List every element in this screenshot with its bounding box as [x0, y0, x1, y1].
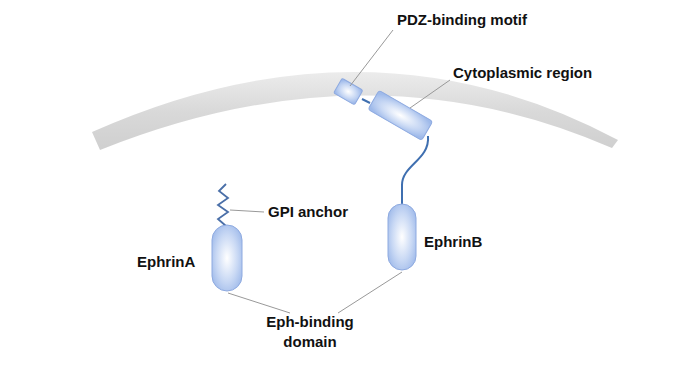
part-label: EphrinB: [424, 232, 482, 252]
part-label: PDZ-binding motif: [397, 10, 527, 30]
leader-line: [410, 80, 450, 108]
part-label: Cytoplasmic region: [453, 63, 592, 83]
cytoplasmic-region: [368, 90, 433, 140]
ephrin-b-domain: [388, 204, 416, 270]
leader-line: [350, 30, 393, 86]
pdz-binding-motif: [334, 78, 363, 105]
leader-line: [228, 293, 290, 313]
part-label: EphrinA: [137, 252, 195, 272]
part-label: Eph-binding domain: [258, 312, 362, 353]
leader-line: [230, 210, 264, 212]
linker: [362, 99, 370, 103]
leader-line: [338, 272, 402, 313]
ephrin-b-tether: [402, 136, 428, 205]
gpi-anchor: [218, 184, 228, 226]
part-label: GPI anchor: [268, 202, 348, 222]
ephrin-a-domain: [212, 225, 242, 291]
cell-membrane: [92, 72, 618, 150]
